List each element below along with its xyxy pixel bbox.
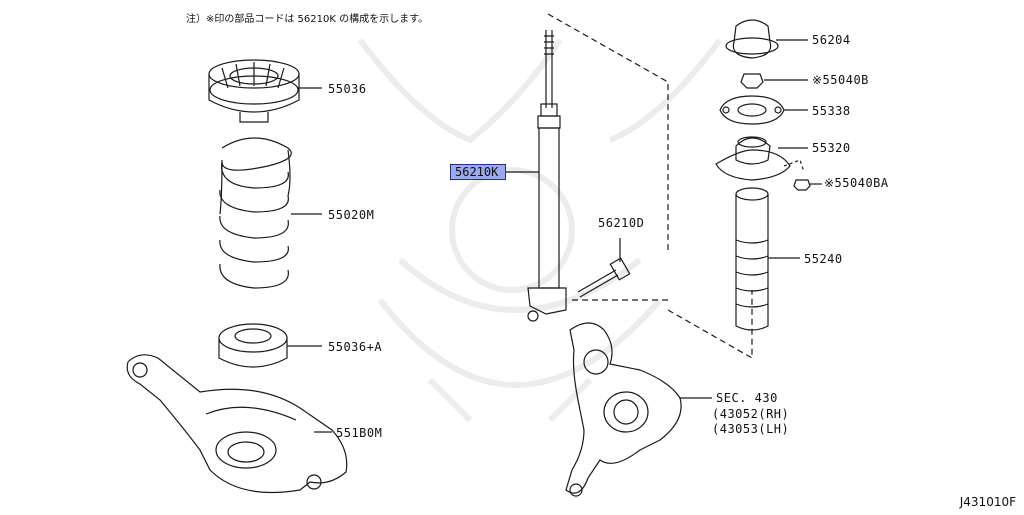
label-sec-430[interactable]: SEC. 430 bbox=[716, 391, 778, 405]
label-55338[interactable]: 55338 bbox=[812, 104, 851, 118]
diagram-note: 注）※印の部品コードは 56210K の構成を示します。 bbox=[186, 14, 429, 25]
label-55240[interactable]: 55240 bbox=[804, 252, 843, 266]
nut-55040b bbox=[740, 73, 808, 89]
label-43052-rh[interactable]: (43052(RH) bbox=[712, 407, 790, 421]
label-55036a[interactable]: 55036+A bbox=[328, 340, 383, 354]
lower-link-551b0m bbox=[126, 354, 348, 494]
label-55040b[interactable]: ※55040B bbox=[812, 73, 869, 87]
nut-55040ba bbox=[793, 179, 822, 191]
label-551b0m[interactable]: 551B0M bbox=[336, 426, 383, 440]
label-56210d[interactable]: 56210D bbox=[598, 216, 645, 230]
mount-55320 bbox=[715, 136, 808, 181]
watermark-emblem bbox=[357, 38, 723, 423]
label-55036[interactable]: 55036 bbox=[328, 82, 367, 96]
bellows-55240 bbox=[735, 187, 800, 331]
bump-cap-56204 bbox=[725, 19, 808, 59]
diagram-code: J431010F bbox=[959, 495, 1016, 509]
spring-seat-lower-55036a bbox=[218, 323, 322, 368]
label-55320[interactable]: 55320 bbox=[812, 141, 851, 155]
plate-55338 bbox=[719, 95, 808, 125]
dashed-boundary bbox=[547, 13, 753, 360]
coil-spring-55020m bbox=[219, 137, 322, 289]
label-56210k: 56210K bbox=[455, 165, 499, 179]
label-55040ba[interactable]: ※55040BA bbox=[824, 176, 889, 190]
spring-seat-upper-55036 bbox=[208, 59, 322, 123]
knuckle-sec-430 bbox=[565, 322, 712, 497]
shock-absorber-56210k bbox=[506, 30, 567, 322]
bolt-56210d bbox=[577, 238, 631, 298]
highlighted-part-56210k[interactable]: 56210K bbox=[450, 164, 506, 180]
label-55020m[interactable]: 55020M bbox=[328, 208, 375, 222]
label-56204[interactable]: 56204 bbox=[812, 33, 851, 47]
label-43053-lh[interactable]: (43053(LH) bbox=[712, 422, 790, 436]
